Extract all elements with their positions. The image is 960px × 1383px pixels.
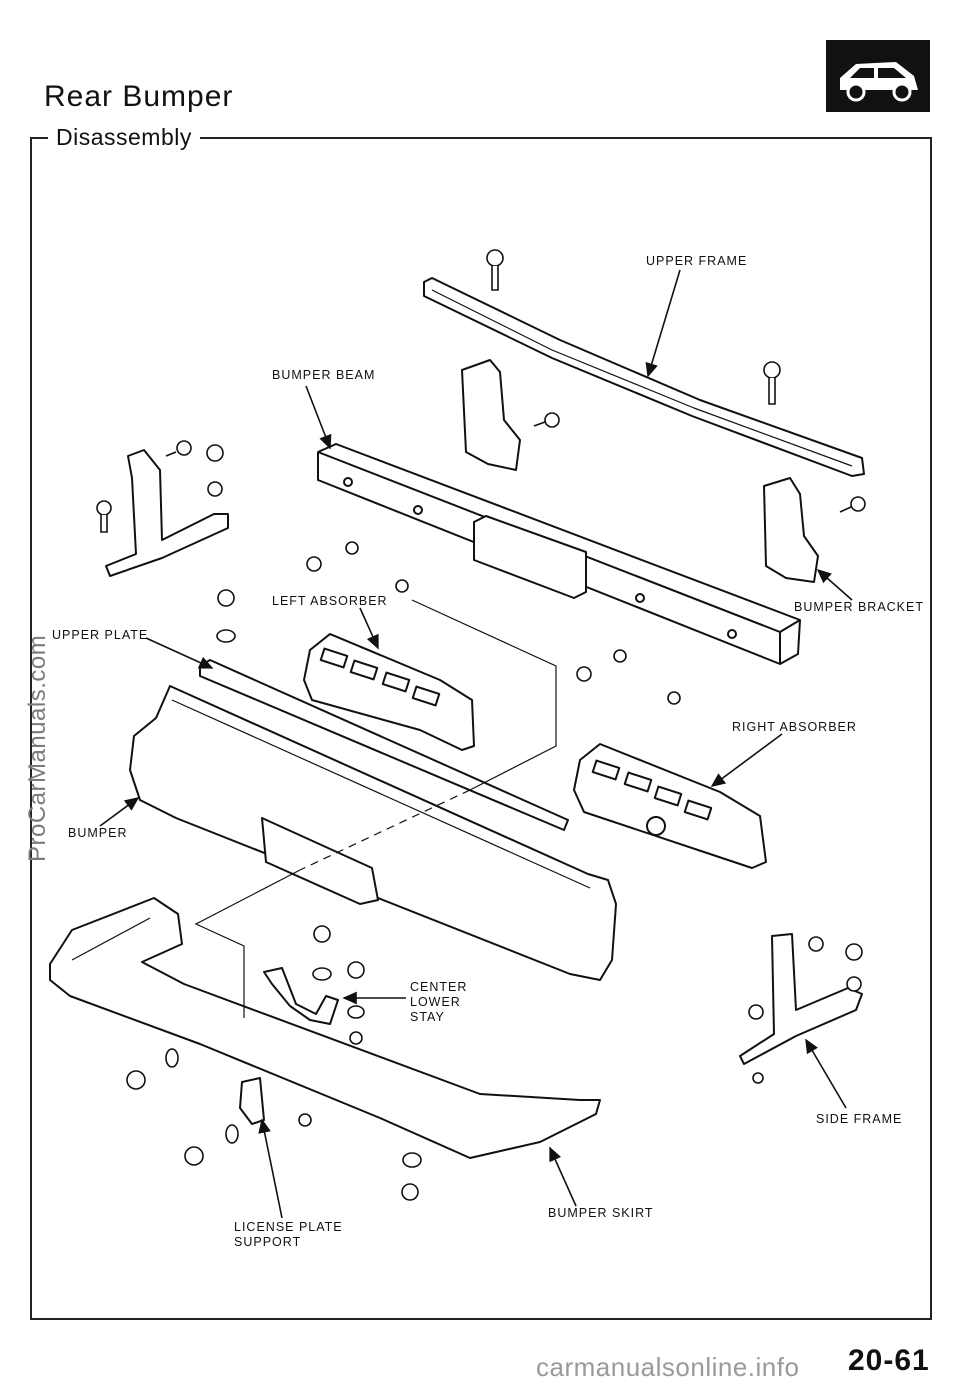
clip-icon	[748, 1004, 764, 1084]
bolt-icon	[165, 440, 192, 457]
label-license-plate-support: LICENSE PLATE SUPPORT	[234, 1220, 343, 1249]
page-title: Rear Bumper	[44, 80, 234, 113]
label-bumper-skirt: BUMPER SKIRT	[548, 1206, 654, 1220]
clip-icon	[808, 936, 863, 992]
label-bumper-beam: BUMPER BEAM	[272, 368, 376, 382]
label-bumper-bracket: BUMPER BRACKET	[794, 600, 924, 614]
license-plate-support-part	[239, 1077, 265, 1125]
right-absorber-part	[573, 743, 767, 869]
clip-icon	[395, 579, 681, 705]
bumper-bracket-part-right	[763, 477, 819, 583]
label-center-lower-stay: CENTER LOWER STAY	[410, 980, 468, 1024]
side-frame-left-part	[105, 449, 229, 577]
center-lower-stay-part	[263, 967, 339, 1025]
section-title: Disassembly	[56, 124, 192, 150]
side-frame-right-part	[739, 933, 863, 1065]
bumper-skirt-part	[49, 897, 601, 1159]
bolt-icon	[839, 496, 866, 513]
clip-icon	[126, 1048, 179, 1090]
bumper-bracket-part-center	[461, 359, 521, 471]
bolt-icon	[486, 249, 504, 291]
car-body-icon	[826, 40, 930, 112]
frame-border-top-right	[200, 137, 932, 139]
frame-border-top-left	[30, 137, 48, 139]
left-absorber-part	[303, 633, 475, 751]
label-upper-plate: UPPER PLATE	[52, 628, 149, 642]
clip-icon	[184, 1124, 239, 1166]
bumper-beam-part	[317, 443, 801, 665]
bolt-icon	[533, 412, 560, 428]
fasteners	[96, 249, 866, 1201]
label-left-absorber: LEFT ABSORBER	[272, 594, 388, 608]
bolt-icon	[576, 649, 627, 682]
bumper-part	[129, 685, 617, 981]
label-right-absorber: RIGHT ABSORBER	[732, 720, 857, 734]
diagram-frame	[30, 138, 932, 1320]
clip-icon	[298, 1113, 312, 1127]
clip-icon	[206, 444, 224, 497]
bolt-icon	[306, 541, 359, 572]
label-upper-frame: UPPER FRAME	[646, 254, 748, 268]
label-bumper: BUMPER	[68, 826, 128, 840]
watermark-bottom: carmanualsonline.info	[536, 1352, 800, 1382]
watermark-side: ProCarManuals.com	[24, 634, 51, 862]
label-side-frame: SIDE FRAME	[816, 1112, 903, 1126]
clip-icon	[347, 961, 365, 1045]
clip-icon	[401, 1152, 422, 1201]
clip-icon	[312, 925, 332, 981]
bolt-icon	[763, 361, 781, 405]
clip-icon	[216, 589, 236, 643]
page-number: 20-61	[848, 1344, 930, 1377]
upper-frame-part	[423, 277, 865, 477]
bolt-icon	[96, 500, 112, 533]
